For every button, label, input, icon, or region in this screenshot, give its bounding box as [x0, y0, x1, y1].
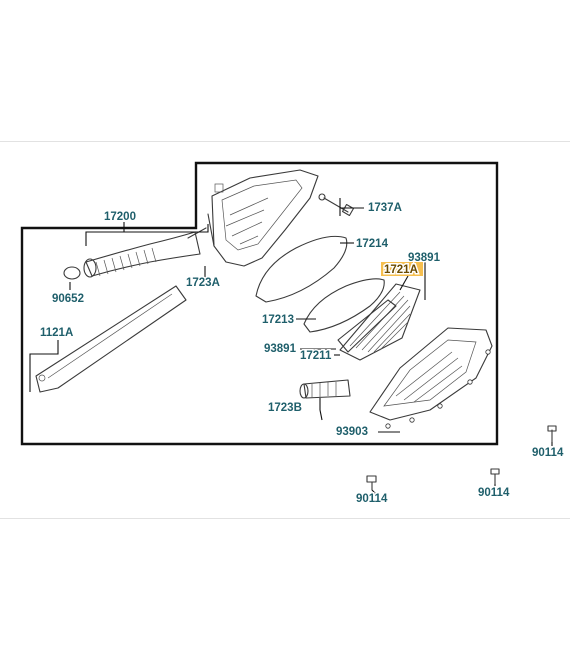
label-93891-bottom: 93891 — [264, 343, 297, 355]
element-17214 — [255, 235, 348, 303]
drain-tube-1723b — [299, 379, 351, 399]
leader-lines — [29, 198, 553, 495]
element-17213 — [303, 278, 385, 333]
bracket-1121a — [35, 285, 187, 393]
screw-90114-mid — [490, 468, 500, 485]
cover-screws — [385, 349, 491, 429]
label-90114-right: 90114 — [532, 447, 564, 459]
label-17213: 17213 — [262, 314, 294, 326]
screw-90114-left — [366, 475, 377, 491]
bolt-1737a — [318, 193, 355, 217]
assembly-frame — [20, 161, 499, 446]
element-17211 — [337, 299, 397, 353]
label-1723a: 1723A — [186, 277, 220, 289]
label-90652: 90652 — [52, 293, 84, 305]
label-90114-left: 90114 — [356, 493, 388, 505]
label-93891-top: 93891 — [408, 252, 441, 264]
screw-90114-right — [547, 425, 557, 443]
air-cleaner-cover — [369, 327, 493, 421]
highlight-1721a — [381, 262, 423, 276]
air-cleaner-case — [187, 169, 319, 267]
top-divider — [0, 141, 570, 142]
label-90114-mid: 90114 — [478, 487, 510, 499]
bottom-divider — [0, 518, 570, 519]
hose-clamp — [63, 266, 81, 280]
label-1121a: 1121A — [40, 327, 73, 339]
label-1737a: 1737A — [368, 202, 402, 214]
intake-duct — [83, 231, 201, 278]
label-93903: 93903 — [336, 426, 368, 438]
label-17214: 17214 — [356, 238, 389, 250]
label-1723b: 1723B — [268, 402, 302, 414]
label-17211: 17211 — [300, 350, 332, 362]
label-17200: 17200 — [104, 211, 136, 223]
label-1721a: 1721A — [384, 264, 418, 276]
